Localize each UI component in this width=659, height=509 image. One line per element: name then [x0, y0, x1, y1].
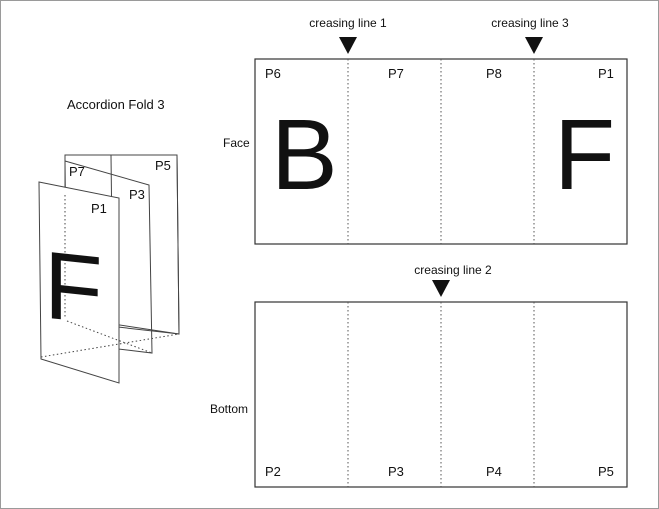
hidden-edge-middle: [66, 320, 153, 354]
creasing-line-1-label: creasing line 1: [309, 16, 387, 30]
face-page-2: P7: [388, 66, 404, 81]
face-page-4: P1: [598, 66, 614, 81]
creasing-line-3-label: creasing line 3: [491, 16, 569, 30]
face-page-3: P8: [486, 66, 502, 81]
bottom-page-4: P5: [598, 464, 614, 479]
face-letter-right: F: [554, 99, 615, 211]
folded-illustration: [38, 154, 180, 384]
face-side-label: Face: [223, 136, 250, 150]
diagram-title: Accordion Fold 3: [67, 97, 165, 112]
fold-cover-letter: F: [44, 232, 103, 345]
fold-page-middle: P3: [129, 187, 145, 202]
bottom-page-2: P3: [388, 464, 404, 479]
front-panel: [38, 181, 120, 384]
bottom-page-3: P4: [486, 464, 502, 479]
bottom-side-label: Bottom: [210, 402, 248, 416]
face-page-1: P6: [265, 66, 281, 81]
bottom-page-1: P2: [265, 464, 281, 479]
fold-page-back: P7: [69, 164, 85, 179]
back-panel-right: [110, 154, 180, 335]
fold-page-back-right: P5: [155, 158, 171, 173]
fold-page-front: P1: [91, 201, 107, 216]
creasing-line-3-arrow: [525, 37, 543, 54]
creasing-line-2-arrow: [432, 280, 450, 297]
creasing-line-2-label: creasing line 2: [414, 263, 492, 277]
creasing-line-1-arrow: [339, 37, 357, 54]
hidden-edge-bottom: [40, 333, 180, 358]
face-letter-left: B: [271, 99, 338, 211]
